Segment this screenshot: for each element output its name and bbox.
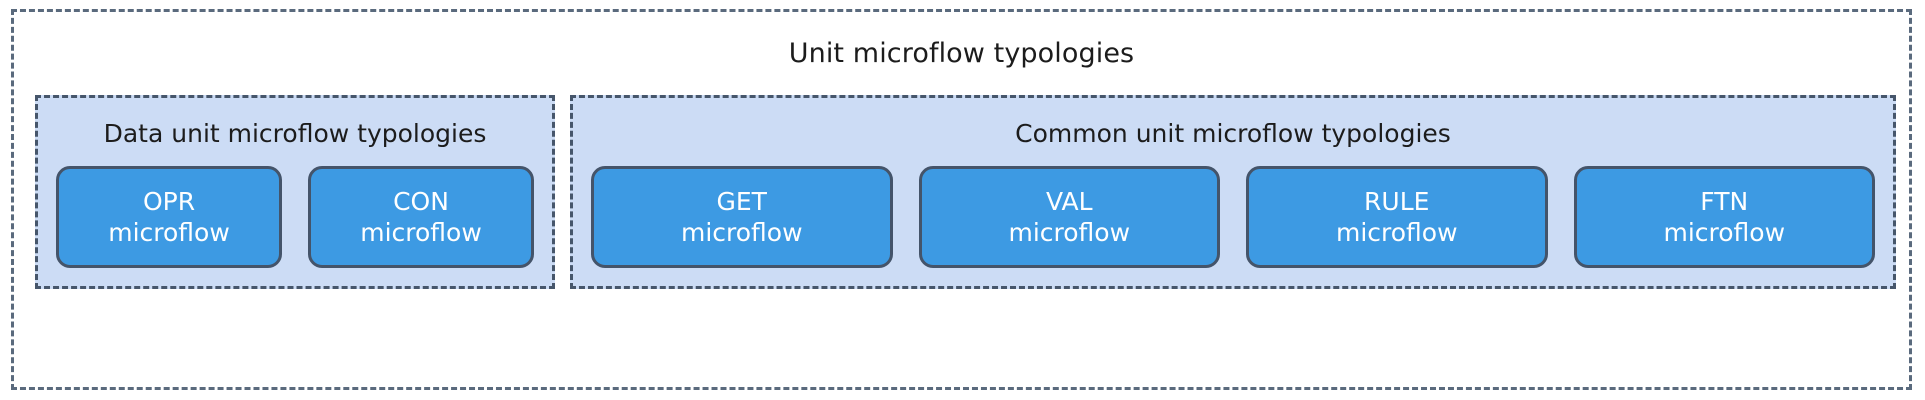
node-val-code: VAL [1045,187,1093,216]
group-data-unit-title: Data unit microflow typologies [103,119,487,148]
node-con-microflow[interactable]: CON microflow [308,166,534,268]
group-common-unit: Common unit microflow typologies GET mic… [570,95,1896,289]
node-get-kind: microflow [680,218,803,247]
node-opr-code: OPR [142,187,196,216]
node-rule-kind: microflow [1335,218,1458,247]
group-common-unit-nodes: GET microflow VAL microflow RULE microfl… [573,149,1893,286]
node-ftn-kind: microflow [1663,218,1786,247]
node-val-kind: microflow [1008,218,1131,247]
node-rule-microflow[interactable]: RULE microflow [1246,166,1548,268]
node-rule-code: RULE [1364,187,1430,216]
node-opr-microflow[interactable]: OPR microflow [56,166,282,268]
node-con-code: CON [393,187,449,216]
node-ftn-code: FTN [1700,187,1749,216]
diagram-title: Unit microflow typologies [788,38,1135,69]
node-get-microflow[interactable]: GET microflow [591,166,893,268]
node-val-microflow[interactable]: VAL microflow [918,166,1220,268]
unit-microflow-typologies-container: Unit microflow typologies Data unit micr… [11,9,1912,390]
node-ftn-microflow[interactable]: FTN microflow [1573,166,1875,268]
group-row: Data unit microflow typologies OPR micro… [35,95,1896,289]
node-con-kind: microflow [360,218,482,247]
group-data-unit-nodes: OPR microflow CON microflow [38,149,552,286]
group-data-unit: Data unit microflow typologies OPR micro… [35,95,555,289]
group-common-unit-title: Common unit microflow typologies [1015,119,1451,148]
node-opr-kind: microflow [108,218,230,247]
node-get-code: GET [716,187,767,216]
